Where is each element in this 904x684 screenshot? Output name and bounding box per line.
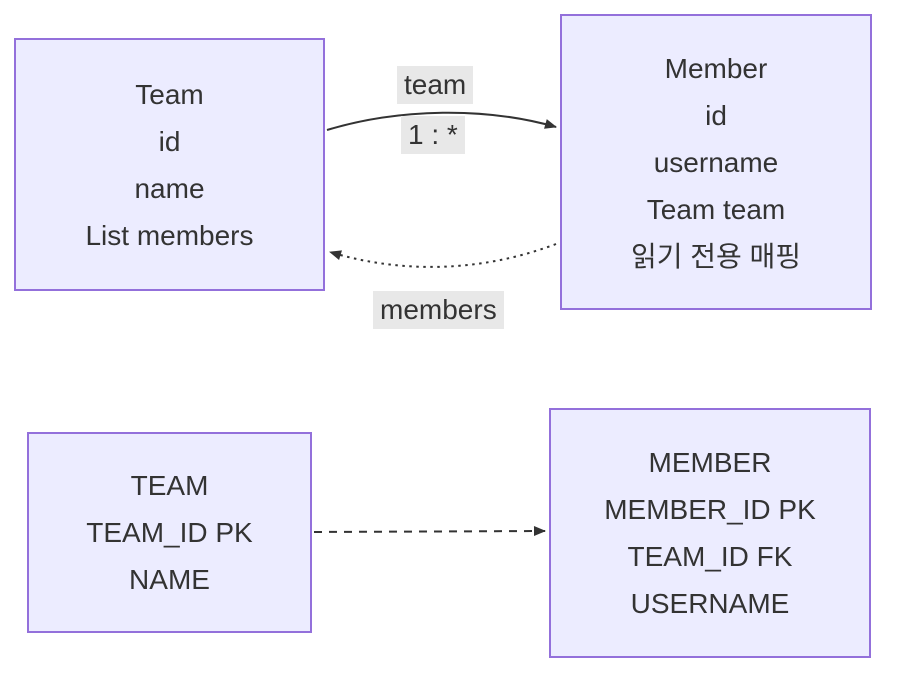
member-table-title: MEMBER bbox=[648, 447, 772, 478]
table-node-team: TEAM TEAM_ID PK NAME bbox=[27, 432, 312, 633]
team-field-name: name bbox=[134, 172, 205, 204]
team-field-members: List members bbox=[85, 219, 254, 251]
class-node-member: Member id username Team team 읽기 전용 매핑 bbox=[560, 14, 872, 310]
team-field-id: id bbox=[158, 125, 181, 157]
member-field-team: Team team bbox=[646, 193, 786, 225]
edge-team-to-member bbox=[326, 111, 557, 131]
member-table-username: USERNAME bbox=[630, 588, 790, 619]
edge-team-table-to-member-table bbox=[313, 526, 546, 537]
member-field-username: username bbox=[653, 146, 779, 178]
edge-label-cardinality: 1 : * bbox=[401, 116, 465, 154]
member-table-member-id-pk: MEMBER_ID PK bbox=[604, 494, 816, 525]
member-readonly-mapping: 읽기 전용 매핑 bbox=[630, 240, 802, 272]
team-table-title: TEAM bbox=[130, 470, 209, 501]
member-class-title: Member bbox=[664, 52, 768, 84]
class-node-team: Team id name List members bbox=[14, 38, 325, 291]
team-table-team-id-pk: TEAM_ID PK bbox=[86, 517, 253, 548]
member-table-team-id-fk: TEAM_ID FK bbox=[627, 541, 793, 572]
edge-label-team: team bbox=[397, 66, 474, 104]
edge-label-members: members bbox=[373, 291, 504, 329]
table-node-member: MEMBER MEMBER_ID PK TEAM_ID FK USERNAME bbox=[549, 408, 871, 658]
team-class-title: Team bbox=[135, 78, 204, 110]
member-field-id: id bbox=[705, 99, 727, 131]
team-table-name: NAME bbox=[129, 564, 210, 595]
edge-member-to-team bbox=[329, 243, 557, 268]
